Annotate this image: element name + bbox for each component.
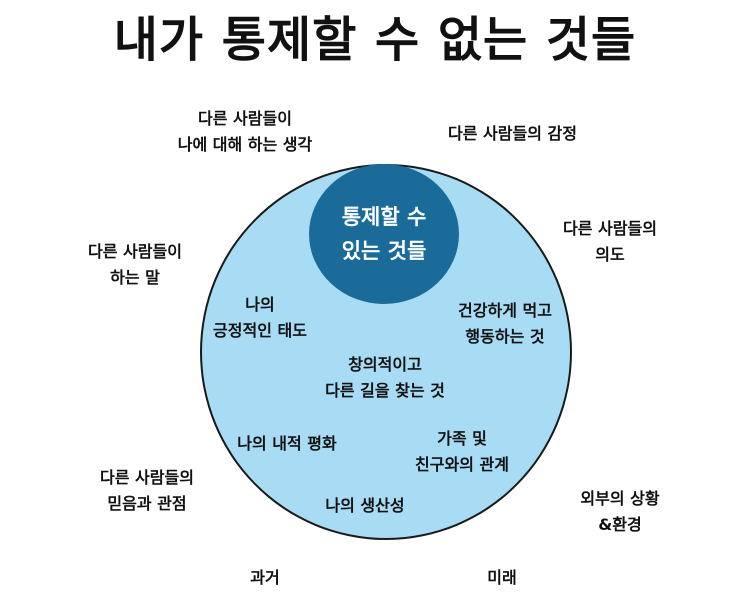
outside-item-line: 의도 (595, 245, 625, 264)
outside-item-others-thoughts: 다른 사람들이 나에 대해 하는 생각 (160, 106, 330, 158)
inside-item-healthy-living: 건강하게 먹고 행동하는 것 (440, 298, 570, 350)
inside-item-relationships: 가족 및 친구와의 관계 (392, 426, 532, 478)
core-label-line-2: 있는 것들 (341, 239, 427, 263)
outside-item-external-circumstances: 외부의 상황 &환경 (560, 486, 680, 538)
outside-item-line: 외부의 상황 (580, 489, 660, 508)
outside-item-others-beliefs: 다른 사람들의 믿음과 관점 (72, 465, 222, 517)
outside-item-others-intentions: 다른 사람들의 의도 (545, 216, 675, 268)
inside-item-positive-attitude: 나의 긍정적인 태도 (200, 292, 320, 344)
outside-item-line: 다른 사람들의 감정 (448, 124, 577, 143)
outside-item-line: 다른 사람들이 (88, 242, 182, 261)
inside-item-line: 나의 (245, 295, 275, 314)
outside-item-others-feelings: 다른 사람들의 감정 (425, 121, 600, 147)
inside-item-line: 가족 및 (437, 429, 487, 448)
inside-item-line: 나의 내적 평화 (237, 434, 337, 453)
page-title: 내가 통제할 수 없는 것들 (113, 12, 637, 68)
outside-item-line: &환경 (598, 515, 642, 534)
inside-item-line: 건강하게 먹고 (458, 301, 552, 320)
outside-item-future: 미래 (467, 565, 537, 591)
inside-item-line: 친구와의 관계 (415, 455, 509, 474)
outside-item-line: 믿음과 관점 (107, 494, 187, 513)
outside-item-line: 다른 사람들이 (198, 109, 292, 128)
controllable-core-circle: 통제할 수 있는 것들 (309, 164, 459, 304)
outside-item-line: 다른 사람들의 (563, 219, 657, 238)
outside-item-past: 과거 (230, 565, 300, 591)
outside-item-others-words: 다른 사람들이 하는 말 (60, 239, 210, 291)
outside-item-line: 하는 말 (110, 268, 160, 287)
outside-item-line: 나에 대해 하는 생각 (177, 135, 313, 154)
inside-item-line: 나의 생산성 (325, 496, 405, 515)
inside-item-productivity: 나의 생산성 (305, 493, 425, 519)
inside-item-line: 행동하는 것 (465, 327, 545, 346)
outside-item-line: 미래 (487, 568, 517, 587)
inside-item-line: 다른 길을 찾는 것 (325, 381, 445, 400)
core-label-line-1: 통제할 수 (341, 205, 427, 229)
inside-item-inner-peace: 나의 내적 평화 (222, 431, 352, 457)
inside-item-line: 긍정적인 태도 (213, 321, 307, 340)
outside-item-line: 다른 사람들의 (100, 468, 194, 487)
inside-item-creativity: 창의적이고 다른 길을 찾는 것 (300, 352, 470, 404)
outside-item-line: 과거 (250, 568, 280, 587)
inside-item-line: 창의적이고 (348, 355, 422, 374)
